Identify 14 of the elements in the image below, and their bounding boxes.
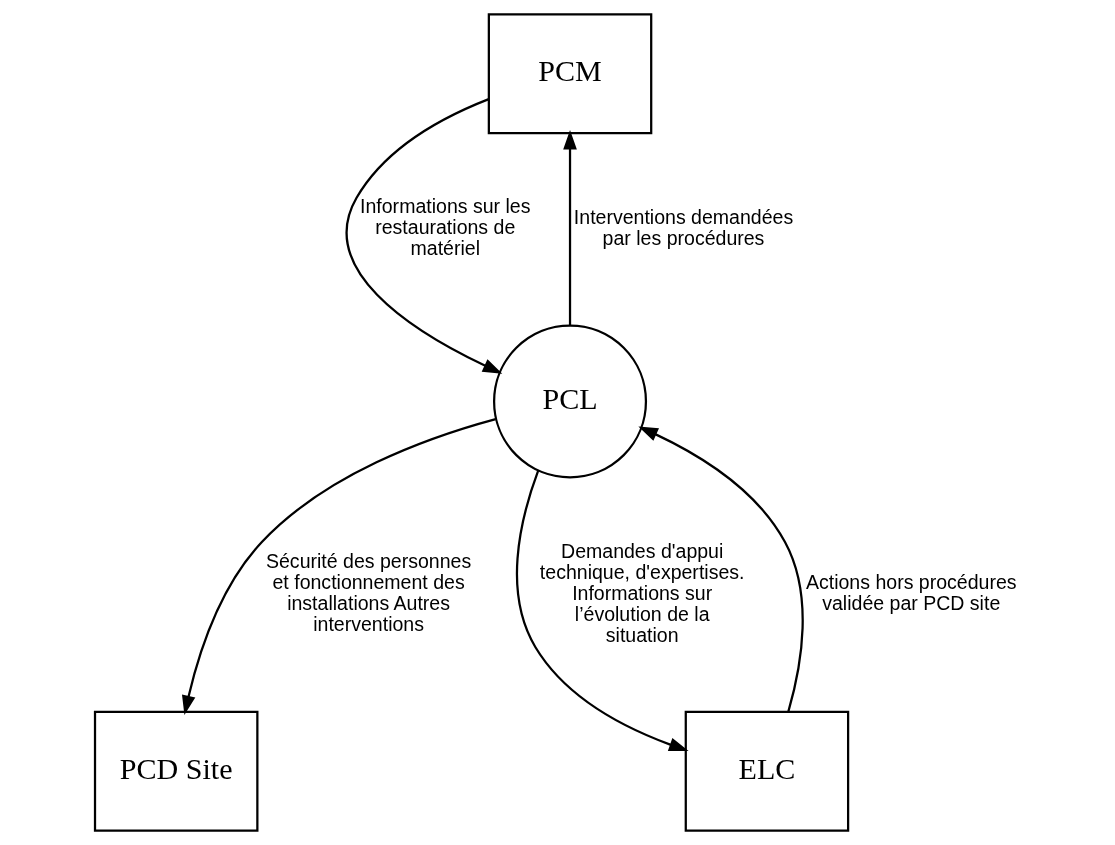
edge-label: Informations sur les restaurations de matériel	[359, 195, 530, 260]
node-box: PCD Site	[93, 710, 258, 832]
node-circle: PCL	[492, 324, 647, 479]
arrow	[181, 418, 496, 716]
arrow	[637, 426, 804, 713]
edge-label: Demandes d'appui technique, d'expertises. Informations sur l’évolution de la situation	[539, 539, 744, 646]
node-box: ELC	[684, 710, 849, 832]
edge-label: Actions hors procédures validée par PCD site	[805, 571, 1017, 615]
node-box: PCM	[487, 13, 652, 135]
arrow	[562, 129, 577, 326]
arrow	[515, 470, 689, 752]
edge-label: Sécurité des personnes et fonctionnement des installations Autres interventions	[265, 550, 471, 636]
arrow	[345, 98, 502, 374]
edge-label: Interventions demandées par les procédures	[573, 205, 793, 249]
